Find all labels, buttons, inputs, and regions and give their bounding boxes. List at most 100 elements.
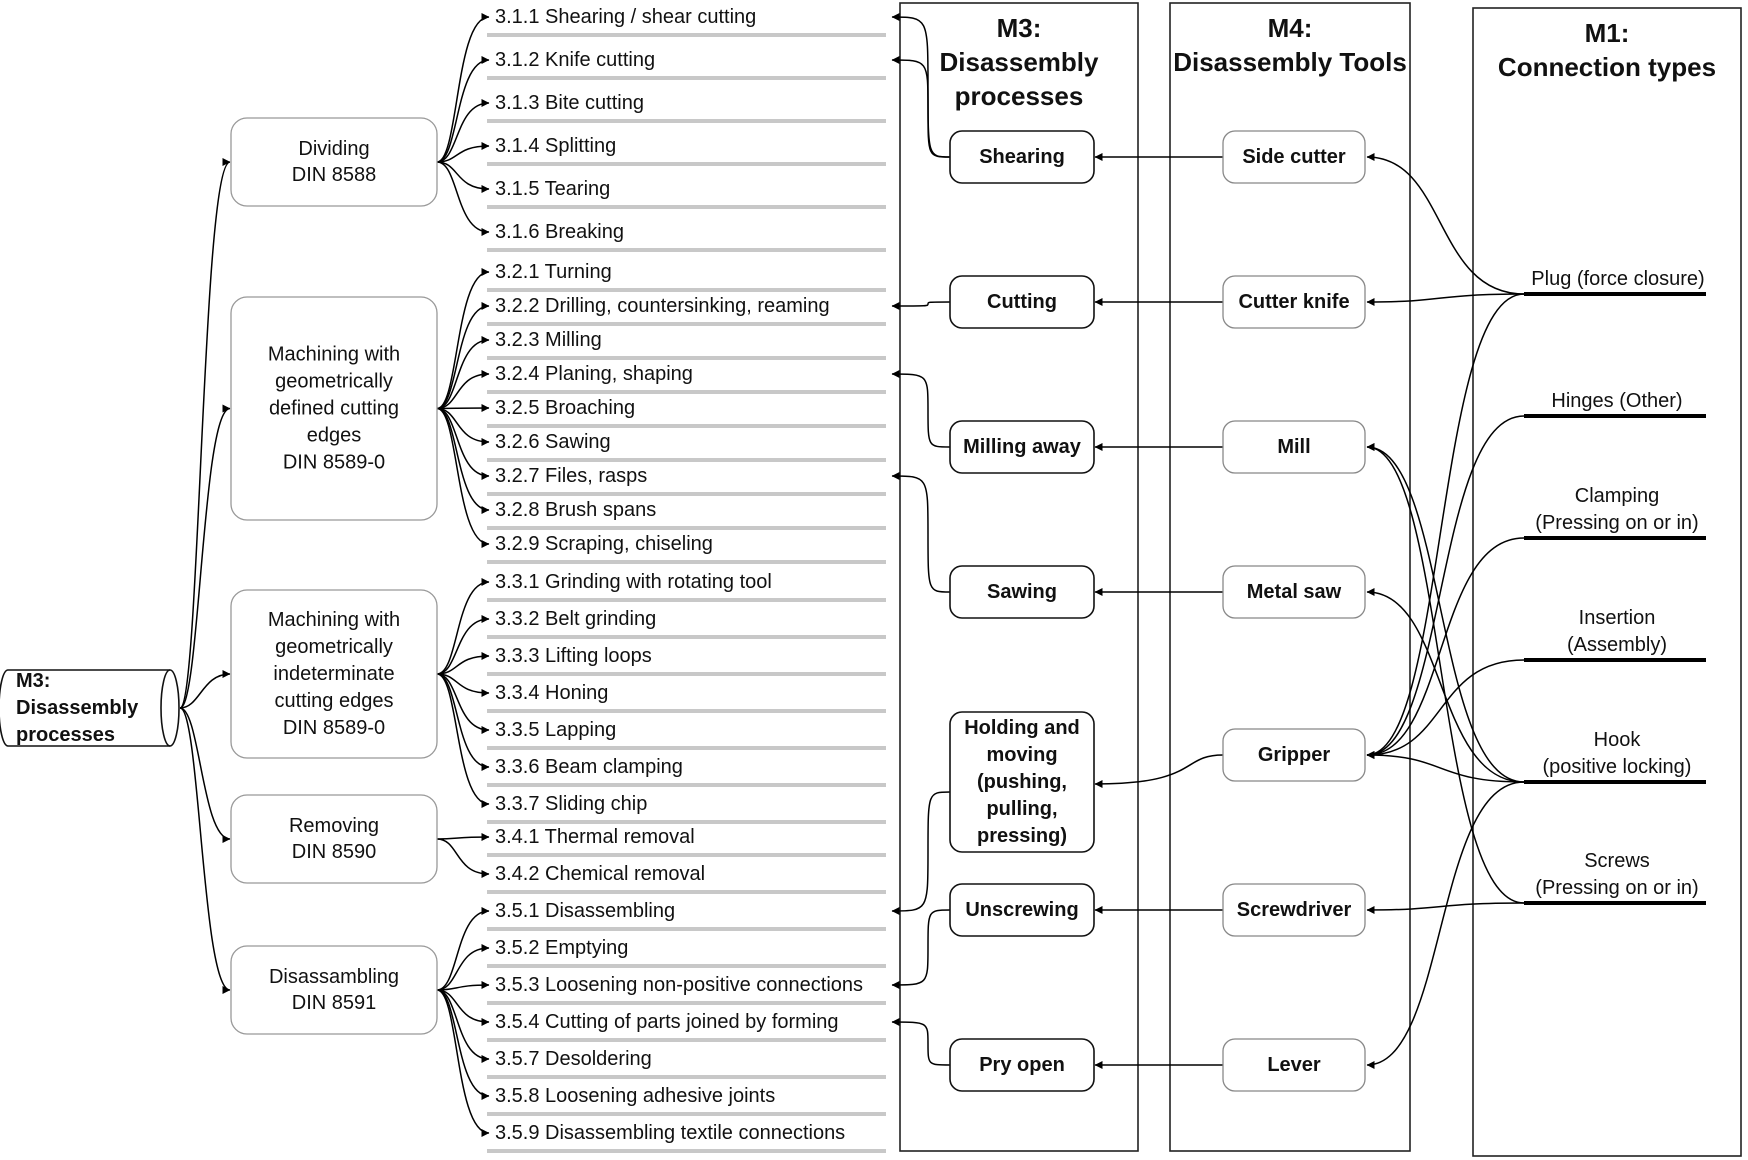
- edge-category-to-item: [436, 673, 490, 771]
- edge-category-to-item: [436, 615, 490, 675]
- process-item-label: 3.3.7 Sliding chip: [495, 793, 647, 815]
- category-label-line: indeterminate: [273, 663, 394, 685]
- process-label-text: Shearing: [979, 146, 1065, 168]
- process-item-18: 3.3.4 Honing: [487, 682, 886, 713]
- edge-category-to-item: [436, 407, 490, 446]
- process-label-line: pressing): [977, 825, 1067, 847]
- process-label-text: Cutting: [987, 291, 1057, 313]
- edge-tool-to-process-4: [1094, 754, 1224, 788]
- edge-category-to-item: [436, 404, 490, 413]
- m4-header-line: Disassembly Tools: [1173, 47, 1407, 77]
- process-box: [949, 883, 1095, 937]
- process-label-text: Sawing: [987, 581, 1057, 603]
- edge-category-to-item: [436, 268, 490, 410]
- connection-node-2: Clamping(Pressing on or in): [1524, 485, 1706, 540]
- connection-node-4: Hook(positive locking): [1524, 729, 1706, 784]
- edge-category-to-item: [436, 652, 490, 675]
- edge-category-to-item: [436, 370, 490, 410]
- edge-connection-to-tool-4: [1366, 537, 1525, 759]
- edge-process-to-item-6: [891, 909, 951, 989]
- edge-process-to-item-3: [891, 370, 951, 448]
- edge-category-to-item: [436, 13, 490, 163]
- process-item-label: 3.5.8 Loosening adhesive joints: [495, 1085, 775, 1107]
- edge-connection-to-tool-5: [1366, 659, 1525, 759]
- category-label-line: cutting edges: [275, 690, 394, 712]
- edge-category-to-item: [436, 142, 490, 163]
- tool-box: [1222, 1038, 1366, 1092]
- tool-label: Mill: [1277, 436, 1310, 458]
- edge-connection-to-tool-2: [1366, 293, 1525, 759]
- process-item-label: 3.1.1 Shearing / shear cutting: [495, 6, 756, 28]
- edge-category-to-item: [436, 407, 490, 480]
- category-label-line: defined cutting: [269, 398, 399, 420]
- edge-category-to-item: [436, 56, 490, 163]
- process-item-label: 3.2.6 Sawing: [495, 431, 611, 453]
- root-cylinder-rim: [160, 669, 171, 747]
- edge-connection-to-tool-11: [1366, 443, 1525, 904]
- tool-box: [1222, 130, 1366, 184]
- process-node-5: Unscrewing: [949, 883, 1095, 937]
- connection-label-line: (Pressing on or in): [1535, 877, 1698, 899]
- process-node-2: Milling away: [949, 420, 1095, 474]
- connection-node-1: Hinges (Other): [1524, 390, 1706, 418]
- tool-box: [1222, 565, 1366, 619]
- process-item-label: 3.5.7 Desoldering: [495, 1048, 652, 1070]
- process-item-19: 3.3.5 Lapping: [487, 719, 886, 750]
- edge-process-to-item-1: [891, 56, 951, 158]
- process-item-label: 3.2.9 Scraping, chiseling: [495, 533, 713, 555]
- process-item-label: 3.5.3 Loosening non-positive connections: [495, 974, 863, 996]
- process-item-13: 3.2.8 Brush spans: [487, 499, 886, 530]
- process-item-6: 3.2.1 Turning: [487, 261, 886, 292]
- process-label-text: Milling away: [963, 436, 1082, 458]
- tool-node-1: Cutter knife: [1222, 275, 1366, 329]
- process-item-3: 3.1.4 Splitting: [487, 135, 886, 166]
- edge-category-to-item: [436, 907, 490, 991]
- tool-node-6: Lever: [1222, 1038, 1366, 1092]
- tool-label: Gripper: [1258, 744, 1330, 766]
- category-label-line: Machining with: [268, 344, 400, 366]
- category-label-text: Machining with geometrically defined cutti…: [268, 344, 400, 474]
- process-item-label: 3.2.7 Files, rasps: [495, 465, 647, 487]
- tool-label: Lever: [1267, 1054, 1321, 1076]
- process-item-label: 3.1.5 Tearing: [495, 178, 610, 200]
- tool-box: [1222, 275, 1366, 329]
- m4-header-line: M4:: [1268, 13, 1313, 43]
- edge-category-to-item: [436, 407, 490, 548]
- category-box: [230, 296, 438, 521]
- process-item-21: 3.3.7 Sliding chip: [487, 793, 886, 824]
- category-label-line: Disassambling: [269, 966, 399, 988]
- category-label-line: geometrically: [275, 371, 393, 393]
- process-item-label: 3.3.3 Lifting loops: [495, 645, 652, 667]
- process-item-label: 3.1.6 Breaking: [495, 221, 624, 243]
- edge-category-to-item: [436, 989, 490, 1137]
- process-item-label: 3.3.4 Honing: [495, 682, 608, 704]
- edge-category-to-item: [436, 407, 490, 514]
- process-item-25: 3.5.2 Emptying: [487, 937, 886, 968]
- m1-panel-frame: [1472, 7, 1742, 1157]
- process-item-label: 3.5.1 Disassembling: [495, 900, 675, 922]
- process-item-label: 3.3.5 Lapping: [495, 719, 616, 741]
- m3-panel-frame: [899, 2, 1139, 1152]
- process-item-5: 3.1.6 Breaking: [487, 221, 886, 252]
- process-item-0: 3.1.1 Shearing / shear cutting: [487, 6, 886, 37]
- connection-label-line: (Assembly): [1567, 634, 1667, 656]
- connection-label-line: Clamping: [1575, 485, 1659, 507]
- edge-connection-to-tool-6: [1366, 751, 1525, 783]
- edge-connection-to-tool-8: [1366, 588, 1525, 783]
- m3-header-line: M3:: [997, 13, 1042, 43]
- category-node-1: Machining with geometrically defined cutti…: [230, 296, 438, 521]
- edge-category-to-item: [436, 302, 490, 410]
- edge-connection-to-tool-10: [1366, 902, 1525, 914]
- process-label-line: moving: [986, 744, 1057, 766]
- category-label-line: Dividing: [298, 138, 369, 160]
- process-item-14: 3.2.9 Scraping, chiseling: [487, 533, 886, 564]
- process-label-text: Holding andmoving(pushing,pulling,pressi…: [964, 717, 1080, 847]
- process-item-label: 3.5.9 Disassembling textile connections: [495, 1122, 845, 1144]
- process-item-27: 3.5.4 Cutting of parts joined by forming: [487, 1011, 886, 1042]
- tool-node-0: Side cutter: [1222, 130, 1366, 184]
- process-item-22: 3.4.1 Thermal removal: [487, 826, 886, 857]
